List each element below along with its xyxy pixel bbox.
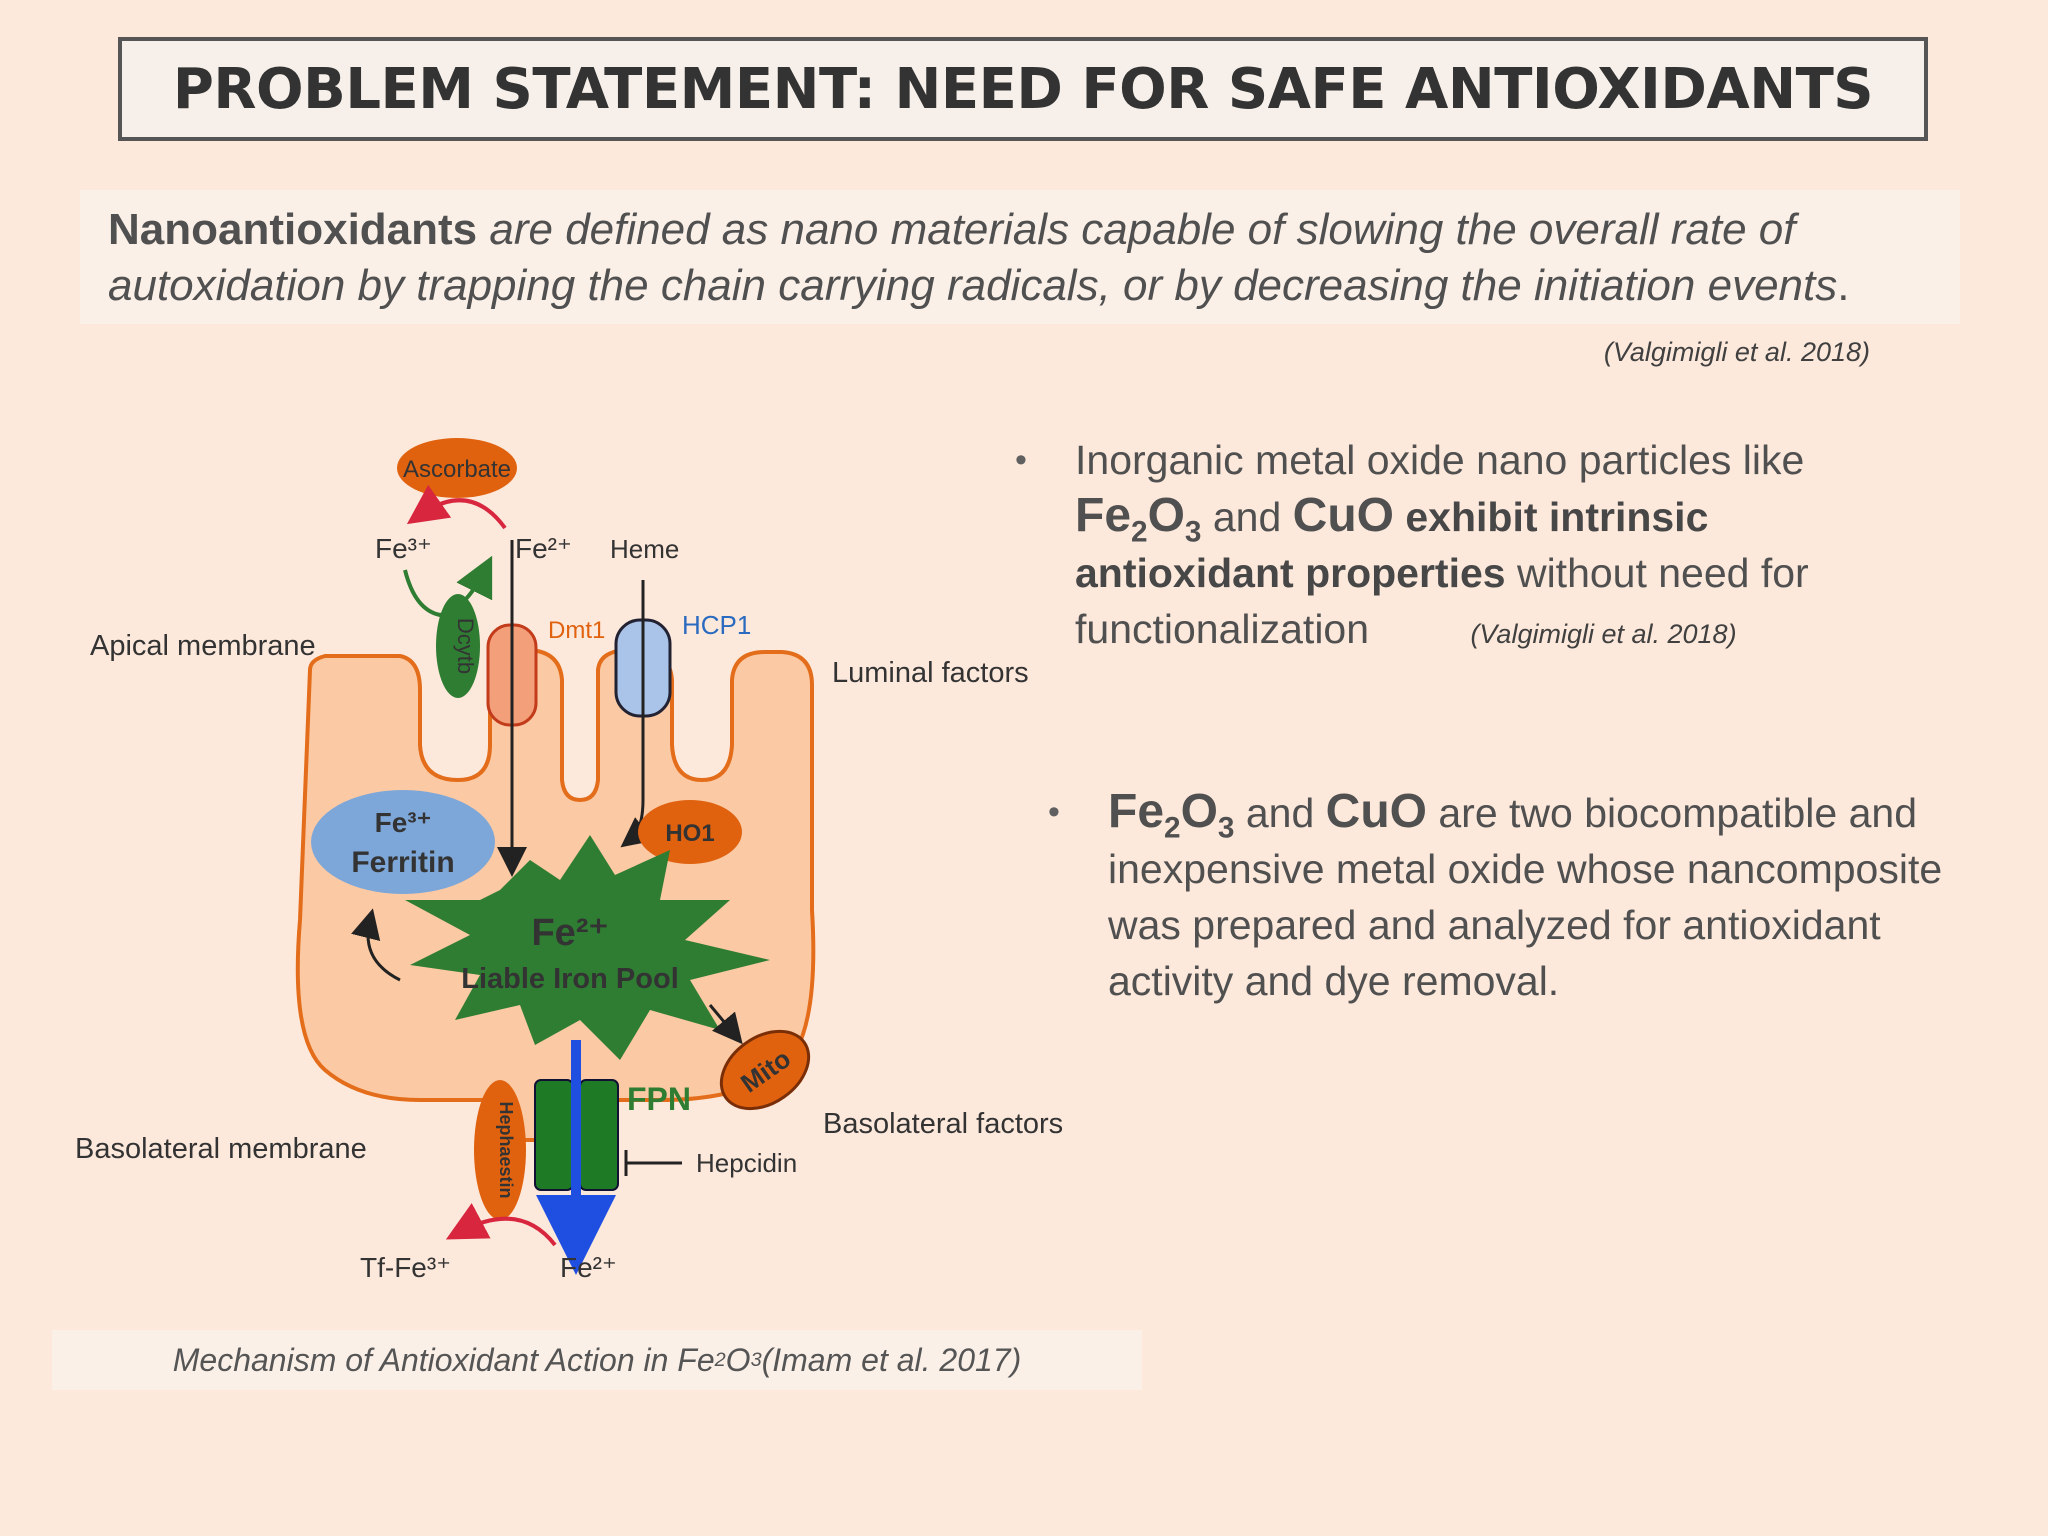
bullet-2-text: are two biocompatible and inexpensive me… [1108, 790, 1943, 1004]
mito-ellipse [719, 1029, 811, 1111]
apical-membrane-label: Apical membrane [90, 630, 316, 662]
iron-absorption-diagram: Ascorbate Fe³⁺ Fe²⁺ Heme Dcytb Dmt1 HCP1… [75, 438, 1063, 1283]
ascorbate-label: Ascorbate [403, 456, 511, 483]
bullet-2-cuo: CuO [1325, 785, 1427, 838]
ferritin-ellipse [311, 790, 495, 894]
hephaestin-ellipse [474, 1080, 526, 1220]
fe3-top-label: Fe³⁺ [375, 533, 432, 564]
bullet-marker: • [1015, 441, 1027, 479]
bullet-1: • Inorganic metal oxide nano particles l… [1015, 432, 1935, 662]
bullet-1-fe2o3: Fe2O3 [1075, 489, 1202, 549]
hephaestin-label: Hephaestin [496, 1101, 516, 1198]
bullet-2-and: and [1234, 790, 1326, 836]
fe2-top-label: Fe²⁺ [515, 533, 572, 564]
definition-end: . [1837, 261, 1850, 310]
bullet-1-text: Inorganic metal oxide nano particles lik… [1075, 437, 1805, 483]
liable-iron-pool-star [405, 835, 770, 1060]
dcytb-ellipse [436, 594, 480, 698]
pool-label: Liable Iron Pool [461, 963, 679, 995]
definition-citation: (Valgimigli et al. 2018) [1603, 337, 1870, 367]
pool-fe-label: Fe²⁺ [531, 912, 608, 954]
fpn-channel-left [534, 1079, 574, 1191]
pool-to-ferritin-arrow [351, 908, 401, 982]
ho1-label: HO1 [665, 820, 714, 847]
hephaestin-arrow [445, 1203, 557, 1247]
bullet-1-bold: exhibit intrinsic antioxidant properties [1075, 494, 1709, 596]
title-box: PROBLEM STATEMENT: NEED FOR SAFE ANTIOXI… [118, 37, 1928, 141]
dcytb-arrow [403, 555, 493, 618]
basolateral-membrane-label: Basolateral membrane [75, 1133, 367, 1165]
bullet-2: • Fe2O3 and CuO are two biocompatible an… [1048, 784, 1968, 1009]
basolateral-factors-label: Basolateral factors [823, 1108, 1063, 1140]
ferritin-fe-label: Fe³⁺ [375, 807, 432, 838]
bullet-marker: • [1048, 793, 1060, 831]
hepcidin-label: Hepcidin [696, 1148, 797, 1178]
pool-to-mito-arrow [708, 1004, 743, 1045]
bullet-2-fe2o3: Fe2O3 [1108, 785, 1235, 845]
dcytb-label: Dcytb [453, 618, 478, 674]
definition-term: Nanoantioxidants [108, 205, 478, 254]
bullet-1-cuo: CuO [1292, 489, 1394, 542]
fpn-channel-right [579, 1079, 619, 1191]
fe2-bottom-label: Fe²⁺ [560, 1252, 617, 1283]
ho1-ellipse [638, 800, 742, 864]
ferritin-label: Ferritin [351, 846, 454, 879]
page-title: PROBLEM STATEMENT: NEED FOR SAFE ANTIOXI… [172, 56, 1874, 122]
bullet-1-citation: (Valgimigli et al. 2018) [1470, 619, 1737, 649]
ascorbate-arrow [406, 484, 507, 530]
dmt1-label: Dmt1 [548, 617, 605, 644]
fpn-label: FPN [627, 1081, 691, 1117]
heme-label: Heme [610, 534, 679, 564]
hcp1-label: HCP1 [682, 610, 751, 640]
definition-box: Nanoantioxidants are defined as nano mat… [80, 190, 1960, 324]
ascorbate-ellipse [397, 438, 517, 498]
definition-text: are defined as nano materials capable of… [108, 205, 1838, 310]
luminal-factors-label: Luminal factors [832, 657, 1029, 689]
tf-fe3-label: Tf-Fe³⁺ [360, 1252, 451, 1283]
bullet-1-and: and [1201, 494, 1293, 540]
bullet-1-rest: without need for functionalization [1075, 550, 1809, 652]
